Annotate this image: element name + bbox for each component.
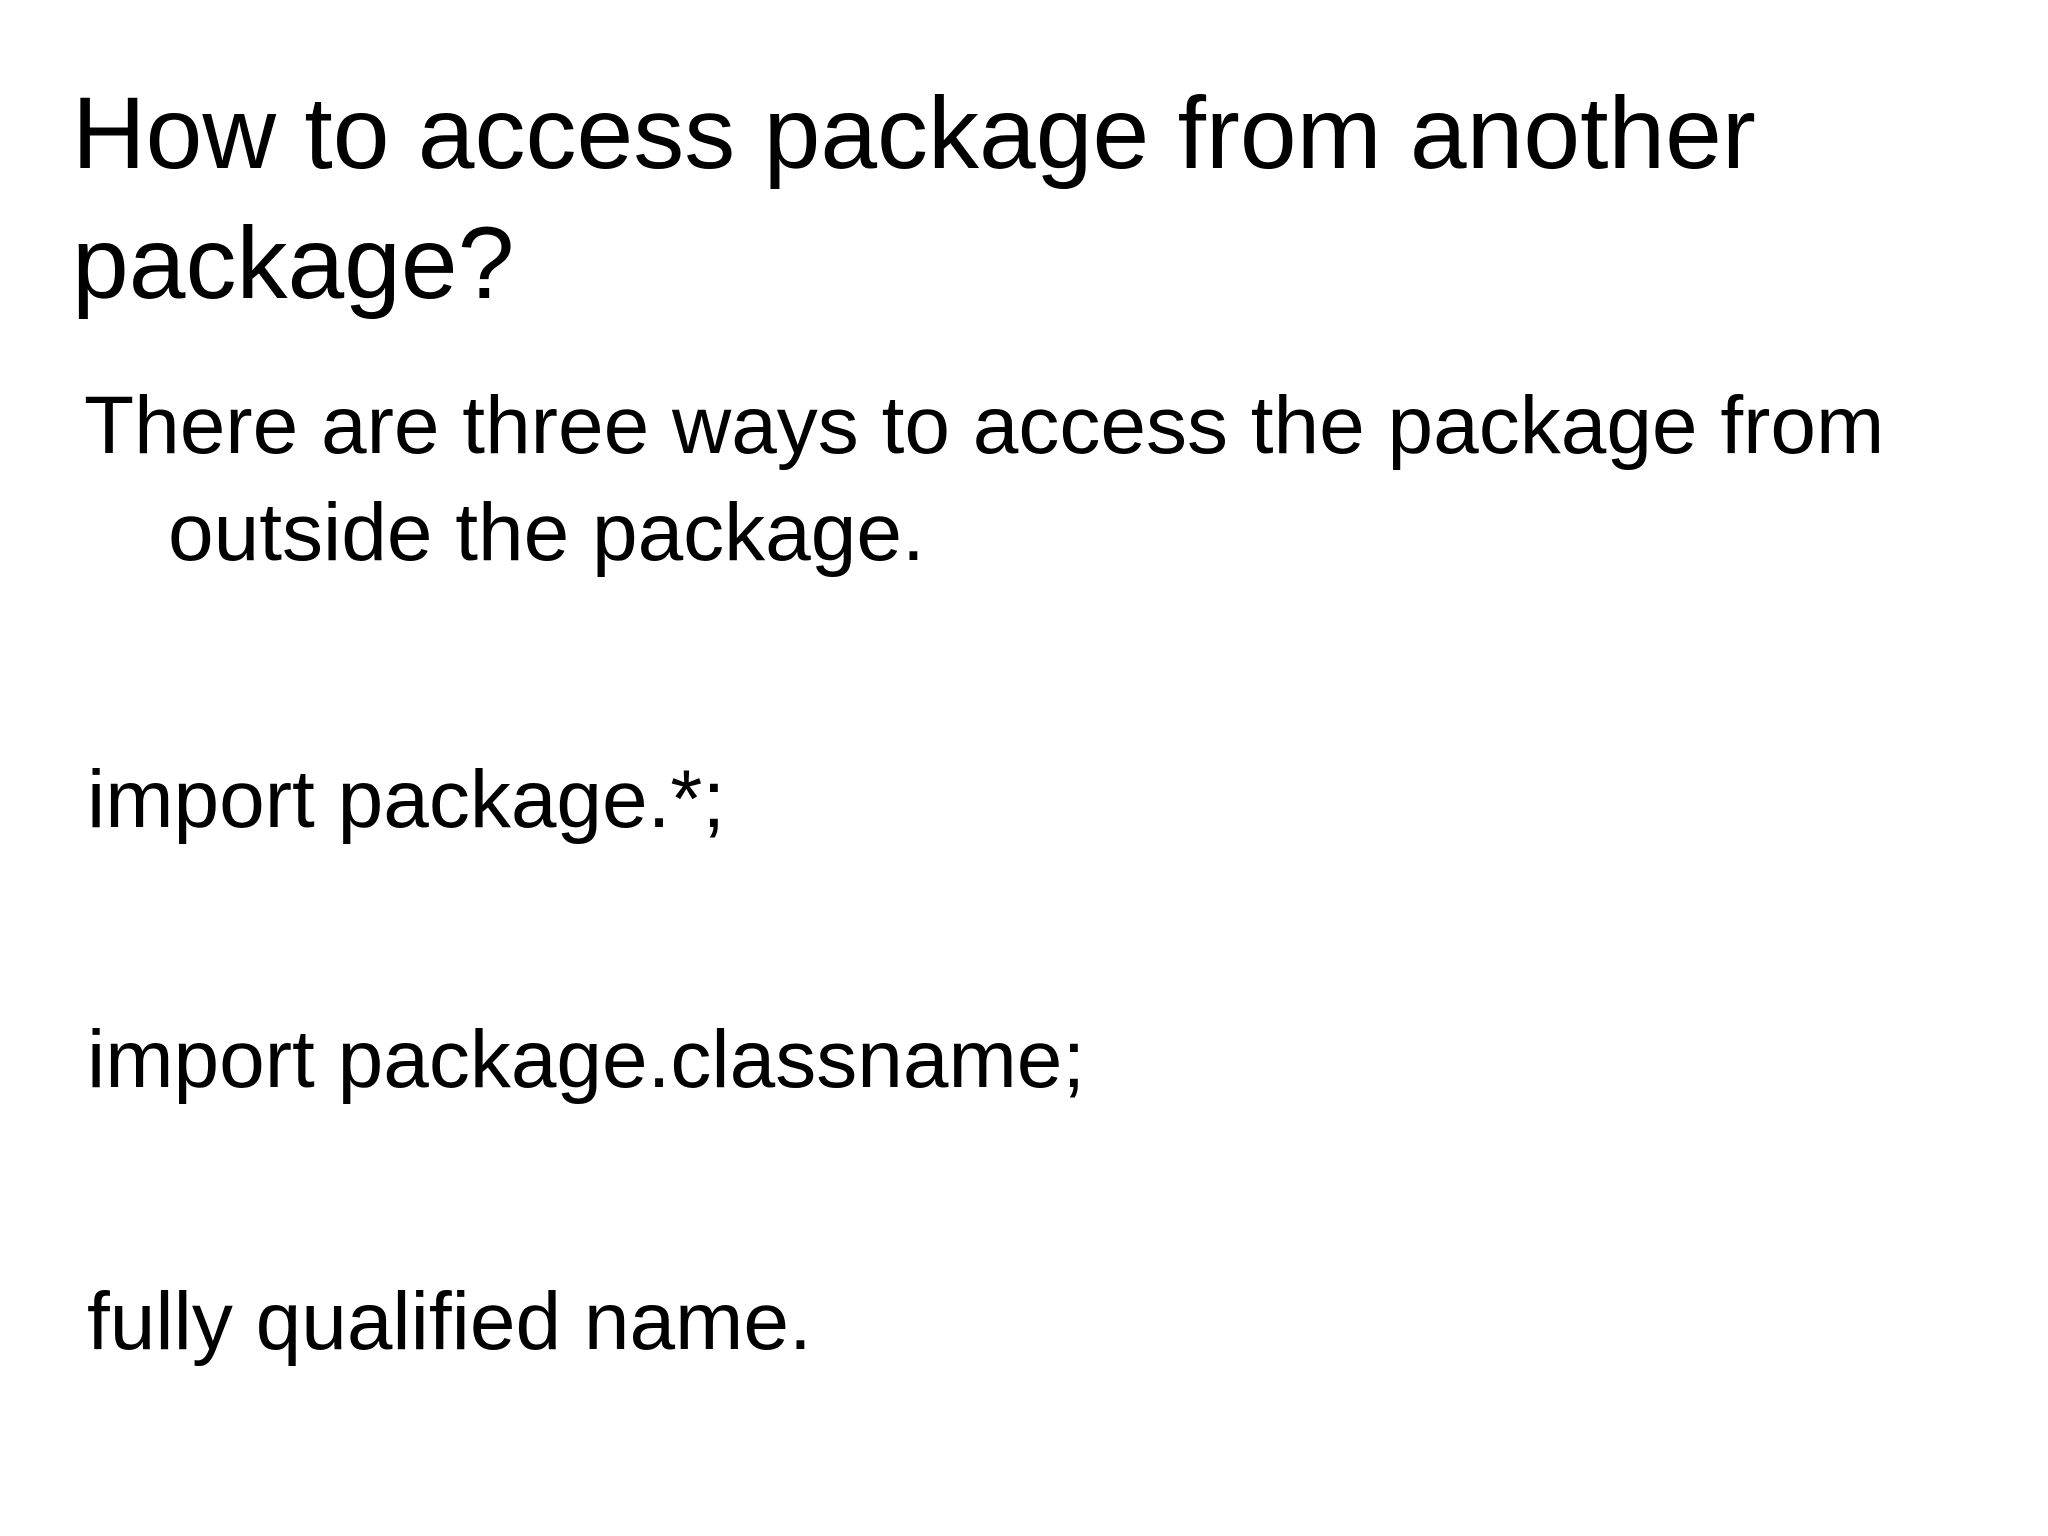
paragraph-line-2: outside the package.	[168, 487, 925, 578]
paragraph-line-1: There are three ways to access the packa…	[84, 380, 1885, 471]
fully-qualified-name-line: fully qualified name.	[87, 1276, 812, 1367]
import-package-classname-line: import package.classname;	[87, 1014, 1086, 1105]
slide-title: How to access package from another packa…	[72, 76, 1756, 320]
import-package-star-line: import package.*;	[87, 754, 726, 845]
